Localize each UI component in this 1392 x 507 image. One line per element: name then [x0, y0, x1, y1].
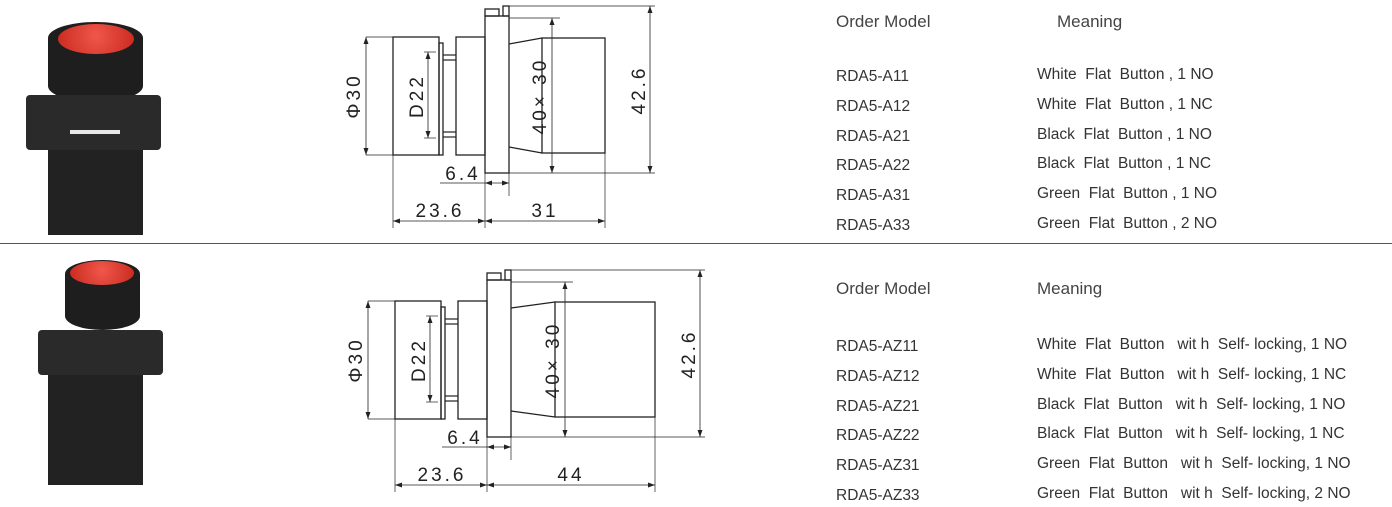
meaning-cell: Black Flat Button , 1 NC	[1037, 155, 1212, 173]
meaning-cell: Green Flat Button , 2 NO	[1037, 215, 1218, 232]
flat-push-button-photo	[20, 10, 170, 235]
dimension-drawing: Φ30 D22 40× 30 42.6 6.4 23.6 44	[346, 269, 705, 492]
order-model-cell: RDA5-AZ31	[836, 457, 920, 475]
flange-dimension-label: 6.4	[447, 428, 482, 449]
front-dimension-label: 23.6	[416, 201, 465, 222]
tab-outline	[502, 5, 510, 17]
depth-dimension-label: 31	[531, 201, 558, 222]
order-model-cell: RDA5-AZ12	[836, 367, 920, 385]
meaning-cell: Black Flat Button wit h Self- locking, 1…	[1037, 395, 1346, 413]
meaning-cell: Green Flat Button , 1 NO	[1037, 185, 1218, 203]
order-model-cell: RDA5-A33	[836, 217, 911, 234]
thread-dimension-label: D22	[407, 74, 428, 118]
bezel-outline	[457, 300, 488, 420]
diameter-dimension-label: Φ30	[346, 337, 367, 382]
order-model-header: Order Model	[836, 12, 931, 31]
meaning-cell: White Flat Button wit h Self- locking, 1…	[1037, 365, 1347, 383]
drawing-line	[508, 146, 543, 154]
tab-outline	[486, 272, 502, 281]
body-outline	[554, 301, 656, 418]
flange-dimension-label: 6.4	[445, 164, 480, 185]
body-dimension-label: 40× 30	[543, 322, 564, 399]
body-dimension-label: 40× 30	[530, 58, 551, 135]
order-model-cell: RDA5-A31	[836, 187, 911, 205]
depth-dimension-label: 44	[557, 465, 584, 486]
drawing-line	[508, 37, 543, 45]
ring-outline	[438, 42, 444, 156]
body-outline	[541, 37, 606, 154]
meaning-header: Meaning	[1057, 12, 1123, 31]
meaning-cell: Black Flat Button wit h Self- locking, 1…	[1037, 425, 1345, 443]
drawing-line	[510, 410, 556, 418]
order-model-cell: RDA5-AZ11	[836, 338, 919, 355]
order-model-cell: RDA5-AZ33	[836, 487, 920, 504]
tab-outline	[504, 269, 512, 281]
meaning-cell: White Flat Button , 1 NO	[1037, 66, 1214, 83]
order-model-cell: RDA5-A12	[836, 97, 911, 115]
flange-outline	[484, 15, 510, 174]
order-model-cell: RDA5-AZ21	[836, 397, 920, 415]
order-model-cell: RDA5-A22	[836, 157, 911, 175]
order-model-cell: RDA5-AZ22	[836, 427, 920, 445]
height-dimension-label: 42.6	[679, 330, 700, 379]
arrow-head	[485, 180, 509, 186]
front-dimension-label: 23.6	[418, 465, 467, 486]
drawing-line	[510, 301, 556, 309]
bezel-outline	[455, 36, 486, 156]
meaning-cell: Black Flat Button , 1 NO	[1037, 125, 1212, 143]
height-dimension-label: 42.6	[629, 66, 650, 115]
dimension-drawing: Φ30 D22 40× 30 42.6 6.4 23.6 31	[344, 5, 655, 228]
meaning-cell: Green Flat Button wit h Self- locking, 1…	[1037, 455, 1351, 473]
self-locking-push-button-photo	[20, 255, 170, 495]
meaning-cell: White Flat Button , 1 NC	[1037, 95, 1213, 113]
arrow-head	[487, 444, 511, 450]
order-model-cell: RDA5-A11	[836, 68, 909, 85]
flange-outline	[486, 279, 512, 438]
meaning-cell: White Flat Button wit h Self- locking, 1…	[1037, 336, 1348, 353]
diameter-dimension-label: Φ30	[344, 73, 365, 118]
thread-dimension-label: D22	[409, 338, 430, 382]
order-model-header: Order Model	[836, 279, 931, 298]
order-model-cell: RDA5-A21	[836, 127, 911, 145]
ring-outline	[440, 306, 446, 420]
tab-outline	[484, 8, 500, 17]
meaning-header: Meaning	[1037, 279, 1103, 298]
section-divider	[0, 243, 1392, 244]
meaning-cell: Green Flat Button wit h Self- locking, 2…	[1037, 485, 1351, 502]
